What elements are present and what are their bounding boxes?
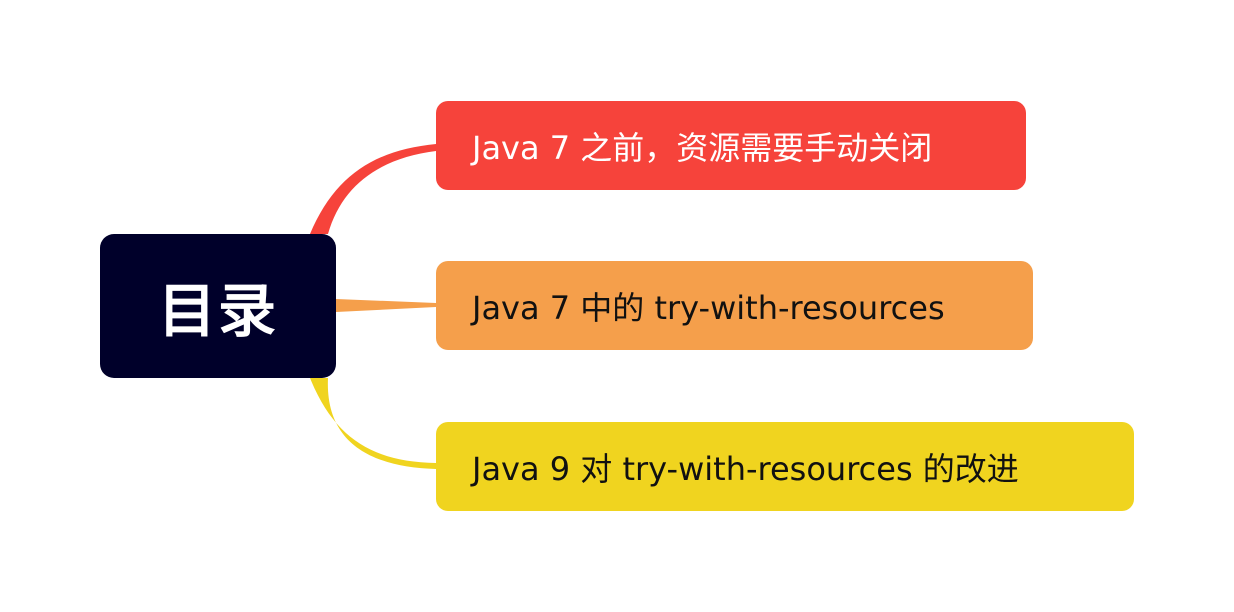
topic-node-2-label: Java 7 中的 try-with-resources (472, 288, 945, 327)
branch-connector-1 (310, 144, 436, 234)
branch-connector-3 (310, 378, 436, 469)
topic-node-3-label: Java 9 对 try-with-resources 的改进 (472, 449, 1019, 488)
root-node-label: 目录 (157, 277, 278, 345)
topic-node-3[interactable]: Java 9 对 try-with-resources 的改进 (436, 422, 1134, 511)
branch-connector-2 (336, 299, 436, 312)
topic-node-1[interactable]: Java 7 之前，资源需要手动关闭 (436, 101, 1026, 190)
topic-node-2[interactable]: Java 7 中的 try-with-resources (436, 261, 1033, 350)
root-node[interactable]: 目录 (100, 234, 336, 378)
topic-node-1-label: Java 7 之前，资源需要手动关闭 (472, 128, 933, 167)
